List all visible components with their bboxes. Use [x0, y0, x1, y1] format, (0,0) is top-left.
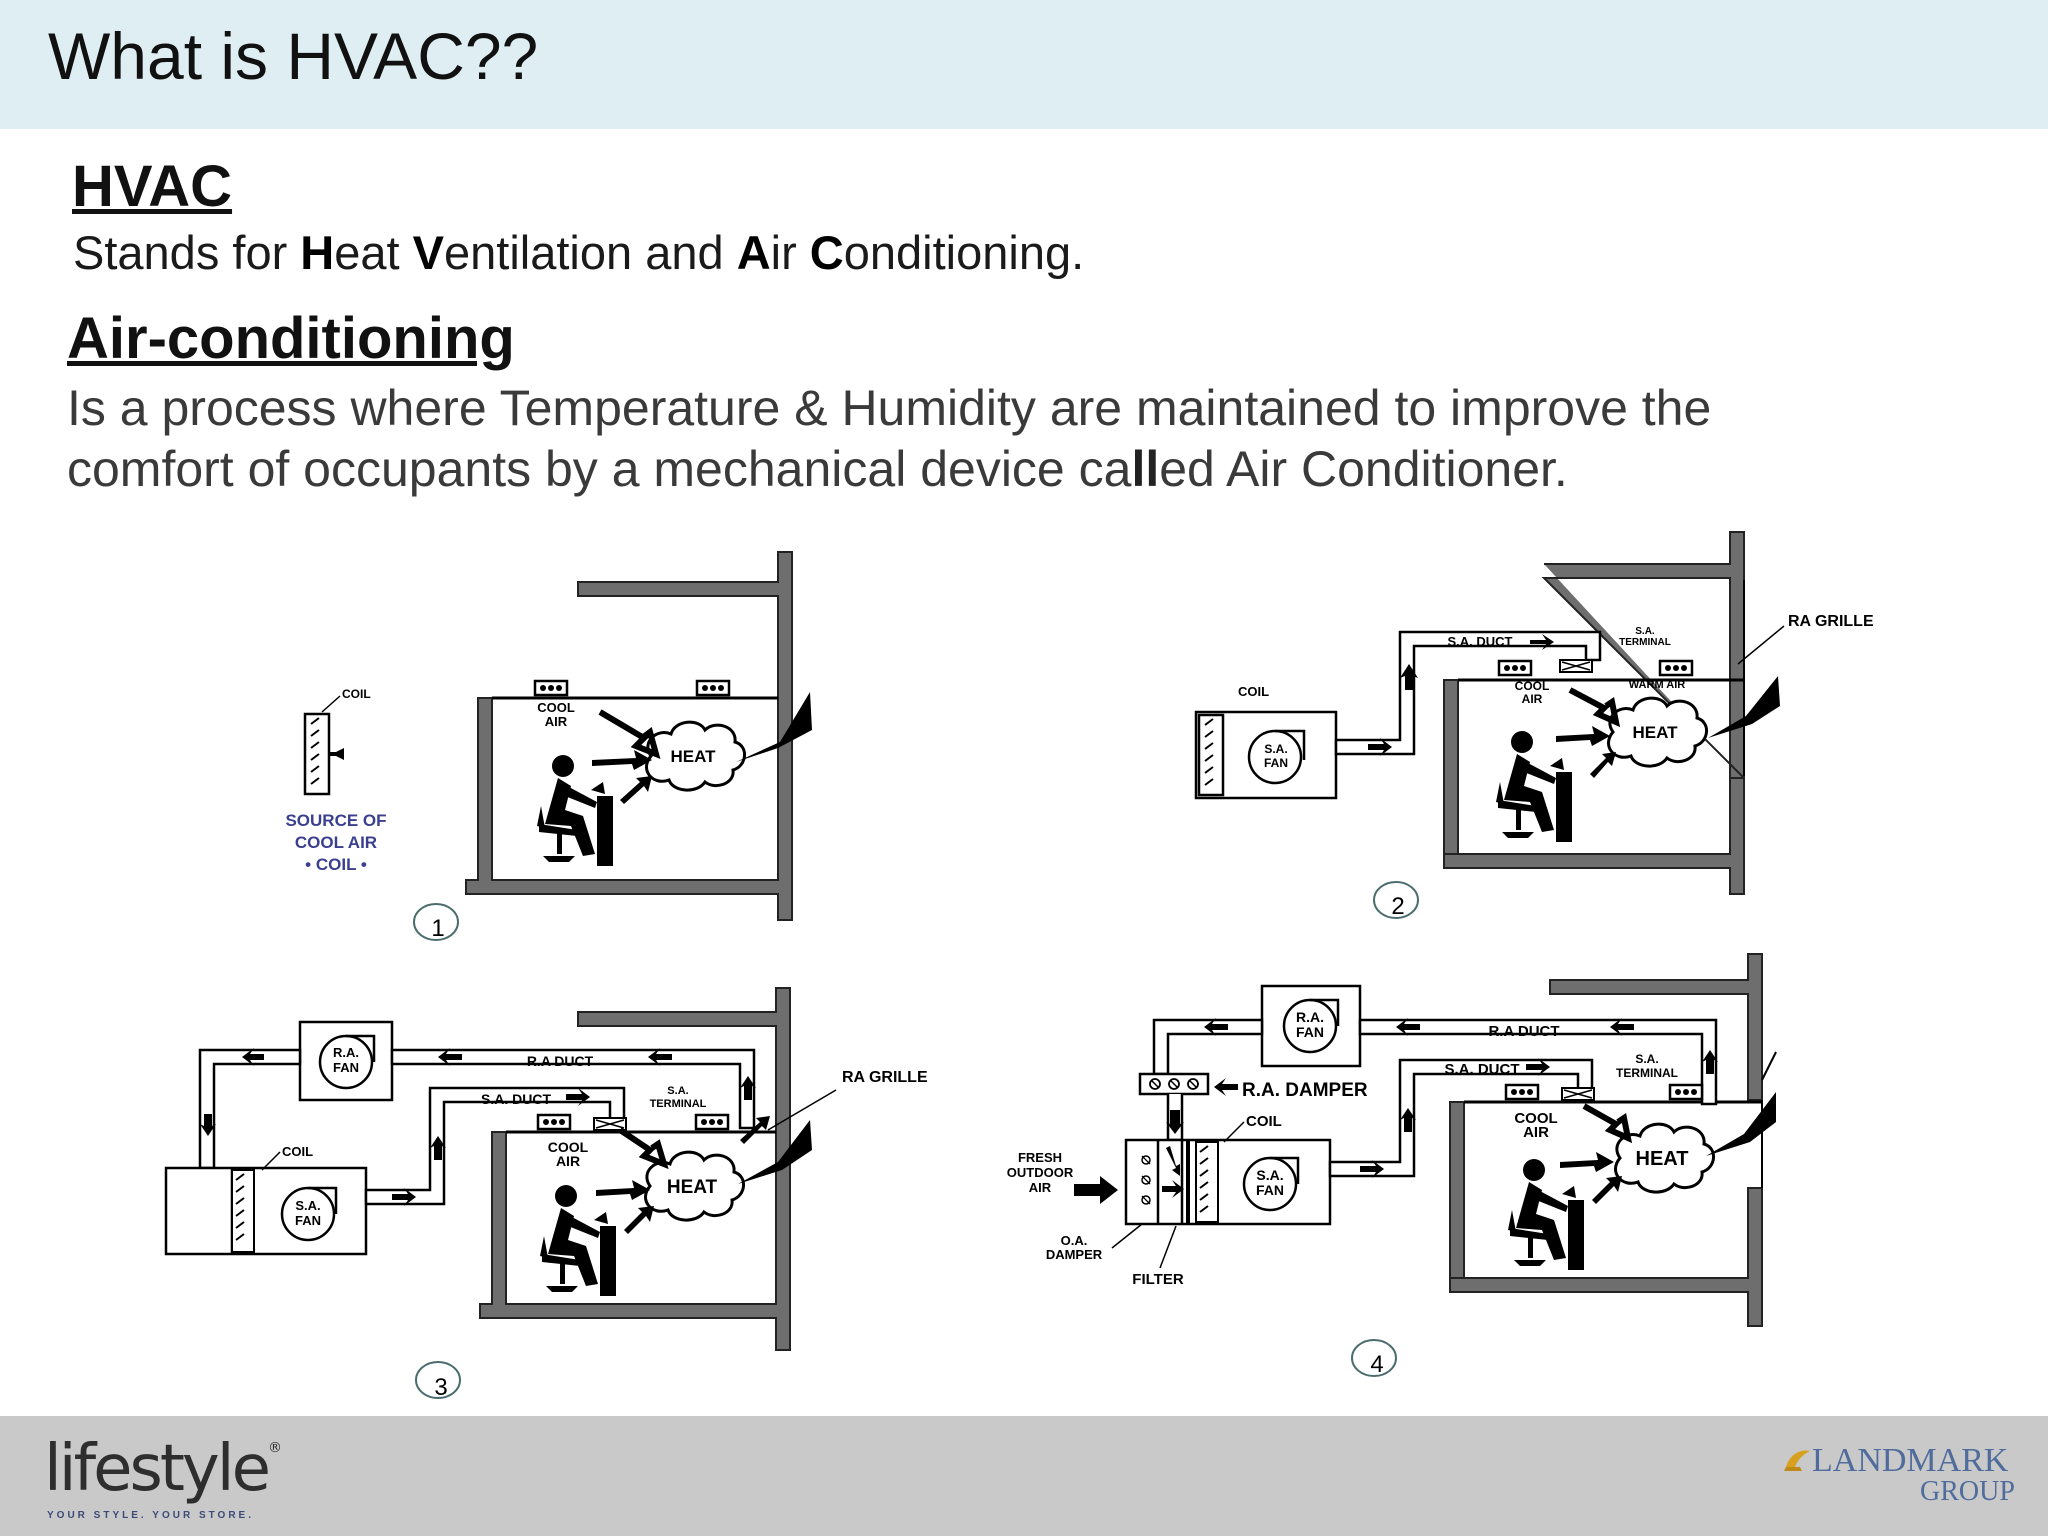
diagram-2: S.A. FAN COIL S.A. DUCT S.A. TERMINAL CO… [1194, 531, 1874, 920]
d4-fresh-line2: OUTDOOR [1007, 1165, 1074, 1180]
d3-sa-terminal-line1: S.A. [667, 1085, 688, 1097]
d3-coil-label: COIL [282, 1144, 313, 1159]
lifestyle-logo: lifestyle® [44, 1432, 282, 1506]
diagram-3: R.A. FAN R.A DUCT S.A. FAN COIL S.A. DUC… [164, 987, 928, 1401]
d2-cool-label: COOL [1515, 679, 1550, 693]
d1-source-line3: • COIL • [305, 855, 367, 874]
d1-heat-label: HEAT [670, 747, 716, 766]
d2-fan-label: FAN [1264, 756, 1288, 770]
d3-cool-label: COOL [548, 1139, 589, 1155]
d2-number: 2 [1391, 893, 1404, 920]
d2-sa-terminal-line1: S.A. [1635, 626, 1655, 637]
slide-title: What is HVAC?? [48, 19, 539, 93]
d4-fresh-line1: FRESH [1018, 1150, 1062, 1165]
d4-ra-damper-label: R.A. DAMPER [1242, 1080, 1368, 1101]
ac-definition: Is a process where Temperature & Humidit… [67, 380, 1712, 497]
d3-ra-duct-label: R.A DUCT [527, 1053, 594, 1069]
diagram-4: R.A. FAN R.A DUCT R.A. DAMPER S.A. FAN [1007, 953, 1777, 1378]
d2-ra-grille-label: RA GRILLE [1788, 613, 1874, 630]
d4-sa-duct-label: S.A. DUCT [1445, 1061, 1520, 1078]
title-bar [0, 0, 2048, 129]
d2-air-label: AIR [1522, 692, 1543, 706]
d3-air-label: AIR [556, 1153, 580, 1169]
ac-heading: Air-conditioning [67, 306, 515, 371]
d3-sa-fan-label: FAN [295, 1213, 321, 1228]
d3-sa-label: S.A. [295, 1198, 320, 1213]
d4-ra-fan-label: FAN [1296, 1024, 1324, 1040]
d3-ra-label: R.A. [333, 1045, 359, 1060]
d4-air-label: AIR [1523, 1124, 1549, 1141]
hvac-heading: HVAC [72, 154, 233, 219]
d4-cool-label: COOL [1514, 1110, 1557, 1127]
d1-coil-label: COIL [342, 687, 371, 701]
d4-fresh-line3: AIR [1029, 1180, 1052, 1195]
d4-ra-label: R.A. [1296, 1009, 1324, 1025]
d1-number: 1 [431, 915, 444, 942]
d1-cool-label: COOL [537, 700, 575, 715]
d4-heat-label: HEAT [1636, 1148, 1689, 1170]
footer-bar [0, 1416, 2048, 1536]
d2-sa-duct-label: S.A. DUCT [1448, 634, 1513, 649]
hvac-definition: Stands for Heat Ventilation and Air Cond… [73, 226, 1085, 279]
d2-coil-label: COIL [1238, 684, 1269, 699]
d3-ra-grille-label: RA GRILLE [842, 1069, 928, 1086]
d2-heat-label: HEAT [1632, 723, 1678, 742]
d1-air-label: AIR [545, 714, 568, 729]
d4-ra-duct-label: R.A DUCT [1488, 1023, 1559, 1040]
d4-sa-terminal-line2: TERMINAL [1616, 1066, 1678, 1080]
d1-source-line1: SOURCE OF [285, 811, 386, 830]
d3-number: 3 [434, 1374, 447, 1401]
d1-source-line2: COOL AIR [295, 833, 377, 852]
diagram-1: COOL AIR HEAT COIL SOURCE OF COOL AIR • … [285, 551, 812, 942]
d3-ra-fan-label: FAN [333, 1060, 359, 1075]
d4-sa-label: S.A. [1256, 1167, 1283, 1183]
d4-coil-label: COIL [1246, 1113, 1282, 1130]
d3-heat-label: HEAT [667, 1177, 718, 1198]
d4-oa-line1: O.A. [1061, 1233, 1088, 1248]
d2-warm-air-label: WARM AIR [1629, 679, 1685, 691]
d4-sa-fan-label: FAN [1256, 1182, 1284, 1198]
landmark-logo-line2: GROUP [1920, 1476, 2015, 1507]
landmark-logo-line1: LANDMARK [1812, 1442, 2009, 1479]
lifestyle-tagline: YOUR STYLE. YOUR STORE. [47, 1510, 254, 1521]
landmark-logo-icon [1784, 1450, 1810, 1471]
d4-number: 4 [1370, 1351, 1383, 1378]
d3-sa-duct-label: S.A. DUCT [481, 1091, 551, 1107]
d3-sa-terminal-line2: TERMINAL [650, 1098, 707, 1110]
d4-oa-line2: DAMPER [1046, 1247, 1103, 1262]
d4-sa-terminal-line1: S.A. [1635, 1052, 1658, 1066]
d2-sa-label: S.A. [1264, 742, 1287, 756]
d2-sa-terminal-line2: TERMINAL [1619, 637, 1671, 648]
d4-filter-label: FILTER [1132, 1271, 1184, 1288]
hvac-diagrams: COOL AIR HEAT COIL SOURCE OF COOL AIR • … [164, 531, 1874, 1401]
